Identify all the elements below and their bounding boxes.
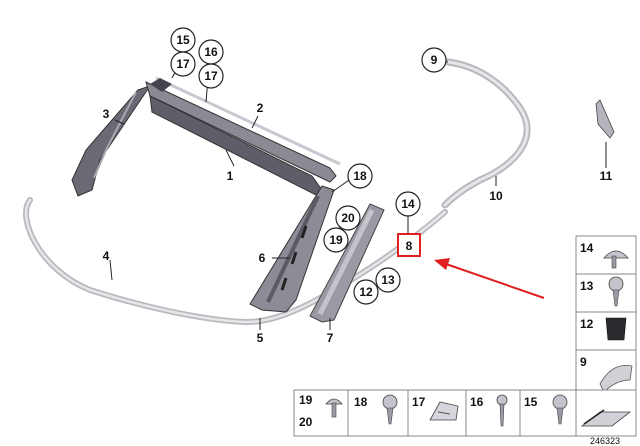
svg-text:17: 17 [176,57,190,71]
svg-text:19: 19 [329,233,343,247]
svg-text:14: 14 [401,197,415,211]
svg-text:15: 15 [176,33,190,47]
legend-panel-bottom [293,389,637,437]
svg-text:17: 17 [204,69,218,83]
callout-15[interactable]: 15 [170,27,196,53]
legend-item-19-20[interactable]: 19 20 [299,393,343,429]
svg-text:15: 15 [524,395,538,409]
label-4[interactable]: 4 [103,249,110,263]
svg-text:19: 19 [299,393,313,407]
svg-text:18: 18 [353,169,367,183]
highlighted-part-8[interactable]: 8 [397,233,421,257]
label-6[interactable]: 6 [259,251,266,265]
label-3[interactable]: 3 [103,107,110,121]
svg-text:16: 16 [204,45,218,59]
svg-text:13: 13 [580,279,594,293]
svg-text:20: 20 [299,415,313,429]
legend-item-16[interactable]: 16 [470,394,508,427]
svg-text:17: 17 [412,395,426,409]
svg-text:9: 9 [431,53,438,67]
callout-17-left[interactable]: 17 [170,51,196,77]
legend-item-18[interactable]: 18 [354,394,398,425]
callout-12[interactable]: 12 [353,279,379,305]
label-2[interactable]: 2 [257,101,264,115]
label-7[interactable]: 7 [327,331,334,345]
svg-text:9: 9 [580,355,587,369]
catalog-number: 246323 [590,436,620,446]
svg-text:12: 12 [580,317,594,331]
svg-text:12: 12 [359,285,373,299]
label-10[interactable]: 10 [489,189,503,203]
label-1[interactable]: 1 [227,169,234,183]
legend-item-trim-piece[interactable] [580,409,632,427]
legend-item-17[interactable]: 17 [412,395,459,421]
callout-20[interactable]: 20 [335,205,361,231]
a-pillar-bracket [71,85,152,197]
callout-9[interactable]: 9 [421,47,447,73]
legend-item-13[interactable]: 13 [580,276,624,307]
pointer-arrow [434,258,545,299]
callout-18[interactable]: 18 [347,163,373,189]
svg-text:14: 14 [580,241,594,255]
windshield-lower-trim [23,197,448,326]
callout-16[interactable]: 16 [198,39,224,65]
callout-13[interactable]: 13 [375,267,401,293]
callout-14[interactable]: 14 [395,191,421,217]
callout-19[interactable]: 19 [323,227,349,253]
legend-item-14[interactable]: 14 [580,241,629,269]
callout-17-right[interactable]: 17 [198,63,224,89]
label-5[interactable]: 5 [257,331,264,345]
svg-text:16: 16 [470,395,484,409]
svg-text:18: 18 [354,395,368,409]
svg-text:13: 13 [381,273,395,287]
legend-item-9[interactable]: 9 [580,355,633,393]
legend-item-15[interactable]: 15 [524,394,568,425]
roof-trim-strip [441,58,531,209]
b-pillar-frame [249,185,335,313]
svg-text:20: 20 [341,211,355,225]
label-11[interactable]: 11 [600,169,613,183]
pillar-trim-panel [309,203,385,323]
svg-text:8: 8 [406,239,413,253]
window-frame [145,76,341,197]
legend-item-12[interactable]: 12 [580,317,627,341]
small-clip-part [595,99,615,139]
